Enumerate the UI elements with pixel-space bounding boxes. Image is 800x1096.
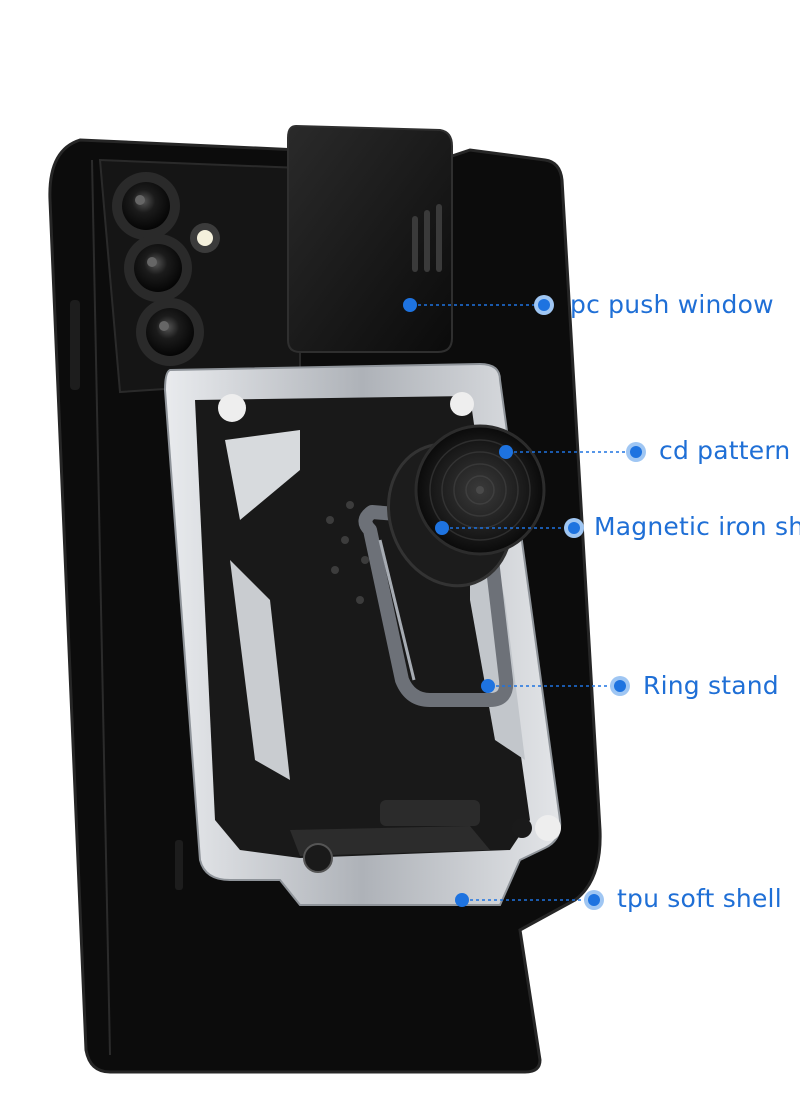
- callout-dot: [403, 298, 417, 312]
- callout-connectors: [403, 295, 646, 910]
- callout-label-push-window: pc push window: [570, 290, 774, 319]
- push-window-slider: [287, 124, 453, 353]
- callout-label-cd-pattern: cd pattern: [659, 436, 791, 465]
- ring-stand-part: [358, 505, 514, 707]
- callout-label-magnetic-sheet: Magnetic iron sheet: [594, 512, 800, 541]
- callout-label-tpu-shell: tpu soft shell: [617, 884, 782, 913]
- callout-label-ring-stand: Ring stand: [643, 671, 779, 700]
- camera-module: [98, 158, 301, 394]
- cd-pattern-knob: [386, 424, 546, 588]
